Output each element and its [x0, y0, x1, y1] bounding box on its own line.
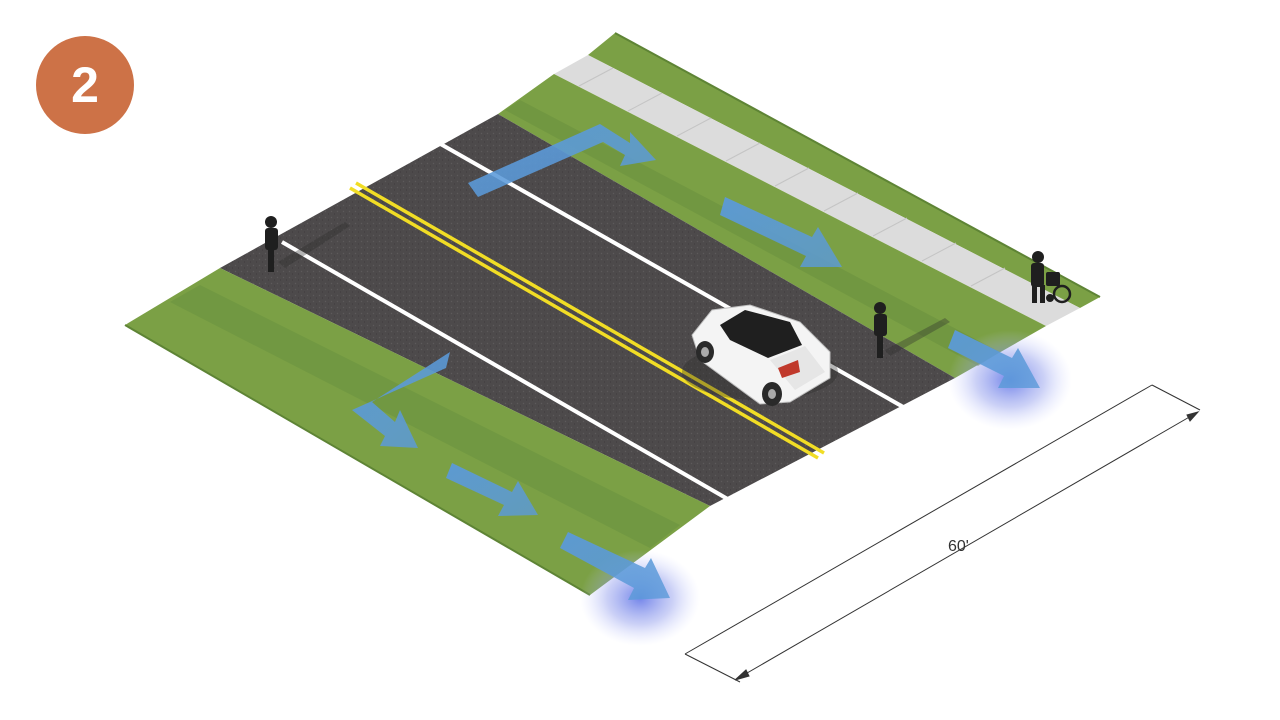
width-dimension-label: 60'	[948, 538, 969, 556]
step-number-badge: 2	[36, 36, 134, 134]
